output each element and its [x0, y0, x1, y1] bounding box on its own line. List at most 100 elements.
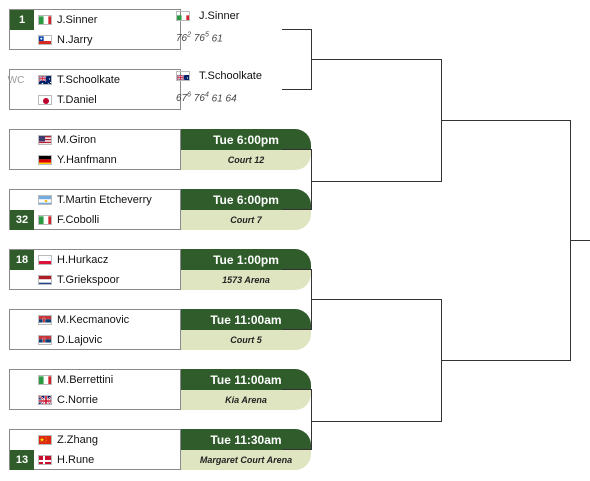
player-row[interactable]: T.Martin Etcheverry	[10, 190, 182, 210]
bracket-connector	[311, 389, 312, 450]
winner-name[interactable]: J.Sinner	[199, 10, 240, 22]
italy-flag-icon	[38, 15, 52, 25]
serbia-flag-icon	[38, 315, 52, 325]
match-time: Tue 6:00pm	[181, 189, 311, 210]
player-row[interactable]: D.Lajovic	[10, 330, 182, 350]
player-name[interactable]: N.Jarry	[57, 34, 93, 46]
player-row[interactable]: T.Griekspoor	[10, 270, 182, 290]
set-games: 76	[193, 33, 205, 45]
bracket-connector	[441, 120, 571, 121]
player-row[interactable]: Y.Hanfmann	[10, 150, 182, 170]
argentina-flag-icon	[38, 195, 52, 205]
match-time: Tue 11:30am	[181, 429, 311, 450]
player-name[interactable]: T.Daniel	[57, 94, 97, 106]
player-row[interactable]: 18 H.Hurkacz	[10, 250, 182, 270]
poland-flag-icon	[38, 255, 52, 265]
court-name: Margaret Court Arena	[181, 450, 311, 470]
seed-badge: 18	[10, 250, 34, 270]
player-row[interactable]: WC T.Schoolkate	[8, 70, 182, 90]
set-score: 64	[226, 93, 237, 104]
court-name: Court 7	[181, 210, 311, 230]
match-card[interactable]: T.Martin Etcheverry 32 F.Cobolli Tue 6:00pm…	[9, 189, 311, 230]
chile-flag-icon	[38, 35, 52, 45]
player-name[interactable]: J.Sinner	[57, 14, 98, 26]
bracket-connector	[441, 360, 571, 361]
player-row[interactable]: 32 F.Cobolli	[10, 210, 182, 230]
match-result: T.Schoolkate 676 764 61 64	[176, 68, 306, 109]
player-name[interactable]: T.Griekspoor	[57, 274, 120, 286]
match-time: Tue 11:00am	[181, 309, 311, 330]
bracket-connector	[282, 29, 312, 30]
player-row[interactable]: M.Giron	[10, 130, 182, 150]
set-games: 76	[176, 33, 188, 45]
set-score: 764	[194, 92, 212, 104]
match-result: J.Sinner 762 765 61	[176, 8, 306, 49]
set-score: 765	[193, 32, 212, 45]
italy-flag-icon	[38, 215, 52, 225]
match-time: Tue 1:00pm	[181, 249, 311, 270]
player-name[interactable]: M.Berrettini	[57, 374, 114, 386]
player-row[interactable]: 1 J.Sinner	[10, 10, 182, 30]
set-games: 61	[211, 33, 223, 45]
player-name[interactable]: M.Kecmanovic	[57, 314, 130, 326]
usa-flag-icon	[38, 135, 52, 145]
player-name[interactable]: T.Martin Etcheverry	[57, 194, 152, 206]
bracket-connector	[282, 389, 312, 390]
serbia-flag-icon	[38, 335, 52, 345]
match-score: 676 764 61 64	[176, 92, 237, 104]
player-row[interactable]: N.Jarry	[10, 30, 182, 50]
player-name[interactable]: C.Norrie	[57, 394, 98, 406]
set-score: 762	[176, 32, 194, 45]
italy-flag-icon	[176, 11, 190, 21]
player-row[interactable]: C.Norrie	[10, 390, 182, 410]
tiebreak-score: 6	[187, 92, 192, 99]
player-row[interactable]: T.Daniel	[10, 90, 182, 110]
match-time: Tue 11:00am	[181, 369, 311, 390]
player-name[interactable]: T.Schoolkate	[57, 74, 120, 86]
seed-badge: 32	[10, 210, 34, 230]
player-name[interactable]: Z.Zhang	[57, 434, 98, 446]
player-row[interactable]: Z.Zhang	[10, 430, 182, 450]
bracket-connector	[311, 299, 442, 300]
seed-badge: 1	[10, 10, 34, 30]
player-row[interactable]: M.Berrettini	[10, 370, 182, 390]
bracket-connector	[311, 421, 442, 422]
bracket-connector	[282, 149, 312, 150]
wildcard-label: WC	[7, 74, 25, 86]
court-name: Court 5	[181, 330, 311, 350]
player-name[interactable]: Y.Hanfmann	[57, 154, 117, 166]
winner-name[interactable]: T.Schoolkate	[199, 70, 262, 82]
tiebreak-score: 4	[204, 92, 209, 99]
player-name[interactable]: H.Hurkacz	[57, 254, 109, 266]
set-score: 61	[212, 33, 223, 44]
set-games: 61	[211, 93, 223, 105]
player-name[interactable]: M.Giron	[57, 134, 97, 146]
player-name[interactable]: F.Cobolli	[57, 214, 100, 226]
set-games: 67	[176, 93, 188, 105]
player-name[interactable]: H.Rune	[57, 454, 95, 466]
set-score: 61	[212, 93, 226, 104]
australia-flag-icon	[176, 71, 190, 81]
winner-line: J.Sinner	[176, 8, 239, 24]
netherlands-flag-icon	[38, 275, 52, 285]
bracket-connector	[311, 149, 312, 210]
player-name[interactable]: D.Lajovic	[57, 334, 103, 346]
player-row[interactable]: M.Kecmanovic	[10, 310, 182, 330]
